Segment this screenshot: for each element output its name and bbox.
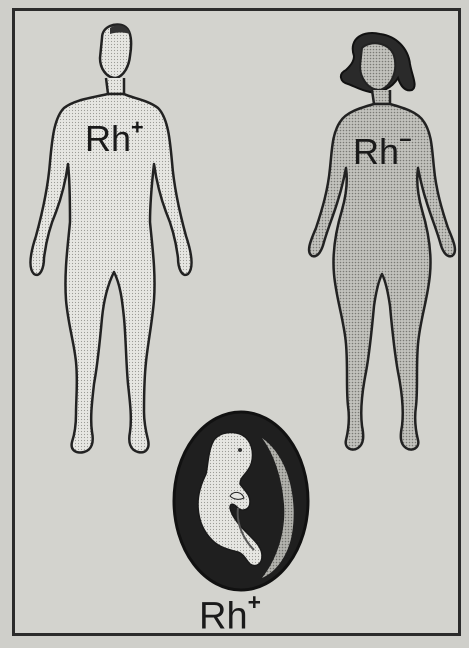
mother-rh-sign: − [399,127,412,152]
fetus-rh-sign: + [248,589,261,615]
fetus-in-womb-icon [170,408,312,594]
fetus-rh-base: Rh [199,596,248,638]
female-figure-icon [300,30,460,470]
father-rh-label: Rh+ [85,120,144,157]
mother-rh-label: Rh− [353,133,412,170]
fetus-rh-label: Rh+ [199,596,261,636]
father-rh-base: Rh [85,118,131,159]
mother-rh-base: Rh [353,131,399,172]
father-rh-sign: + [131,114,144,139]
male-figure-icon [20,22,210,472]
